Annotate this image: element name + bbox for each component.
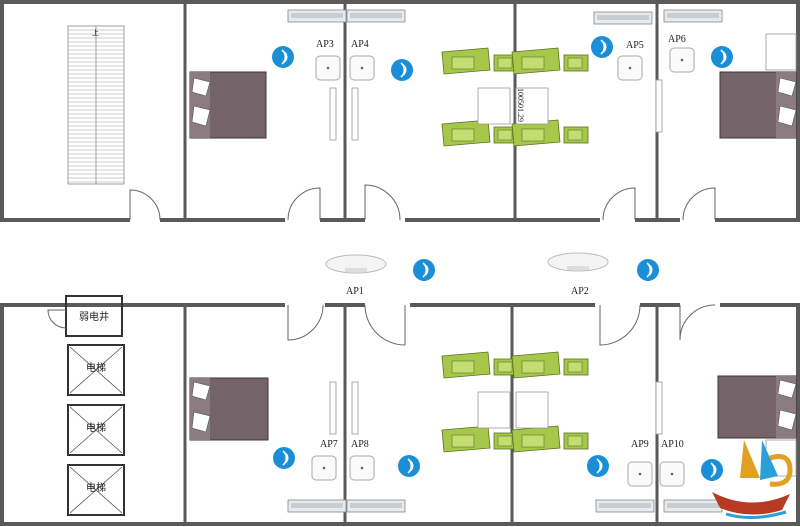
ap6-label: AP6 <box>668 34 686 45</box>
ap2-label: AP2 <box>571 286 589 297</box>
ap3-label: AP3 <box>316 39 334 50</box>
ap9-label: AP9 <box>631 439 649 450</box>
table-code-label: 100501.29 <box>516 88 525 122</box>
elevator-1-label: 电梯 <box>86 363 106 374</box>
ap4-label: AP4 <box>351 39 369 50</box>
ap8-label: AP8 <box>351 439 369 450</box>
elevator-2-label: 电梯 <box>86 423 106 434</box>
ap10-label: AP10 <box>661 439 684 450</box>
weak-current-well-label: 弱电井 <box>79 312 109 323</box>
elevator-3-label: 电梯 <box>86 483 106 494</box>
ap7-label: AP7 <box>320 439 338 450</box>
ap5-label: AP5 <box>626 40 644 51</box>
stair-up-mark: 上 <box>92 29 99 37</box>
brand-logo <box>712 440 793 519</box>
ap1-label: AP1 <box>346 286 364 297</box>
